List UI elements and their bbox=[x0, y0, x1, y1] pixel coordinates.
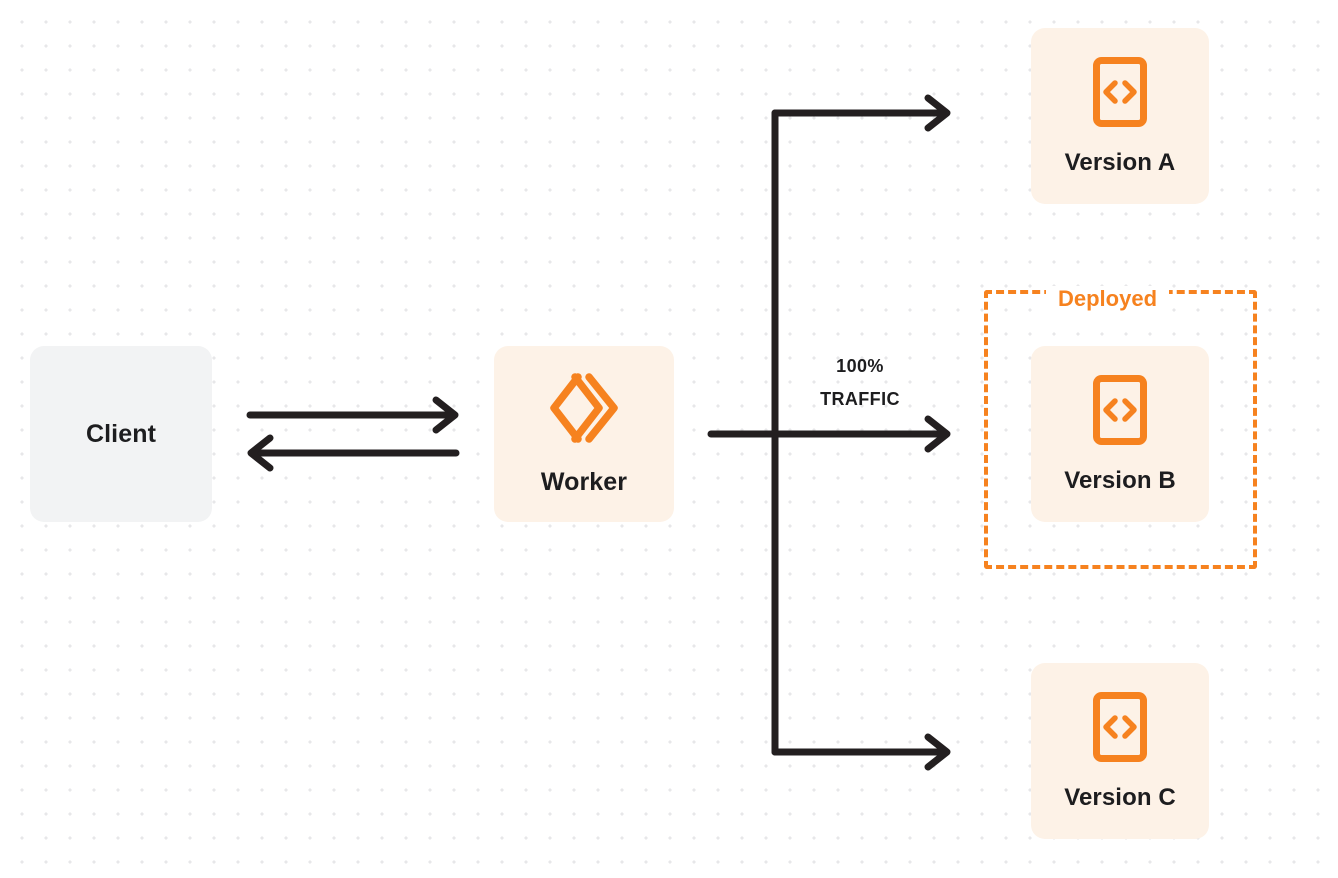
node-version-c-label: Version C bbox=[1064, 783, 1176, 811]
traffic-annotation: 100% TRAFFIC bbox=[790, 350, 930, 416]
node-version-b[interactable]: Version B bbox=[1031, 346, 1209, 522]
node-worker[interactable]: Worker bbox=[494, 346, 674, 522]
deployed-group-label: Deployed bbox=[1046, 286, 1170, 312]
node-version-a-label: Version A bbox=[1064, 148, 1176, 176]
node-client-label: Client bbox=[85, 419, 157, 448]
code-file-icon bbox=[1092, 56, 1148, 133]
code-file-icon bbox=[1092, 374, 1148, 451]
arrow-client-to-worker bbox=[246, 396, 459, 434]
node-client[interactable]: Client bbox=[30, 346, 212, 522]
cloudflare-workers-logo-icon bbox=[545, 371, 623, 450]
node-version-c[interactable]: Version C bbox=[1031, 663, 1209, 839]
code-file-icon bbox=[1092, 691, 1148, 768]
node-version-b-label: Version B bbox=[1064, 466, 1176, 494]
arrow-worker-to-client bbox=[247, 434, 460, 472]
arrow-to-version-a bbox=[771, 94, 951, 132]
arrow-to-version-b bbox=[707, 415, 951, 453]
arrow-to-version-c bbox=[771, 733, 951, 771]
traffic-percent: 100% bbox=[836, 356, 884, 376]
node-worker-label: Worker bbox=[540, 468, 628, 496]
node-version-a[interactable]: Version A bbox=[1031, 28, 1209, 204]
traffic-caption: TRAFFIC bbox=[820, 389, 900, 409]
